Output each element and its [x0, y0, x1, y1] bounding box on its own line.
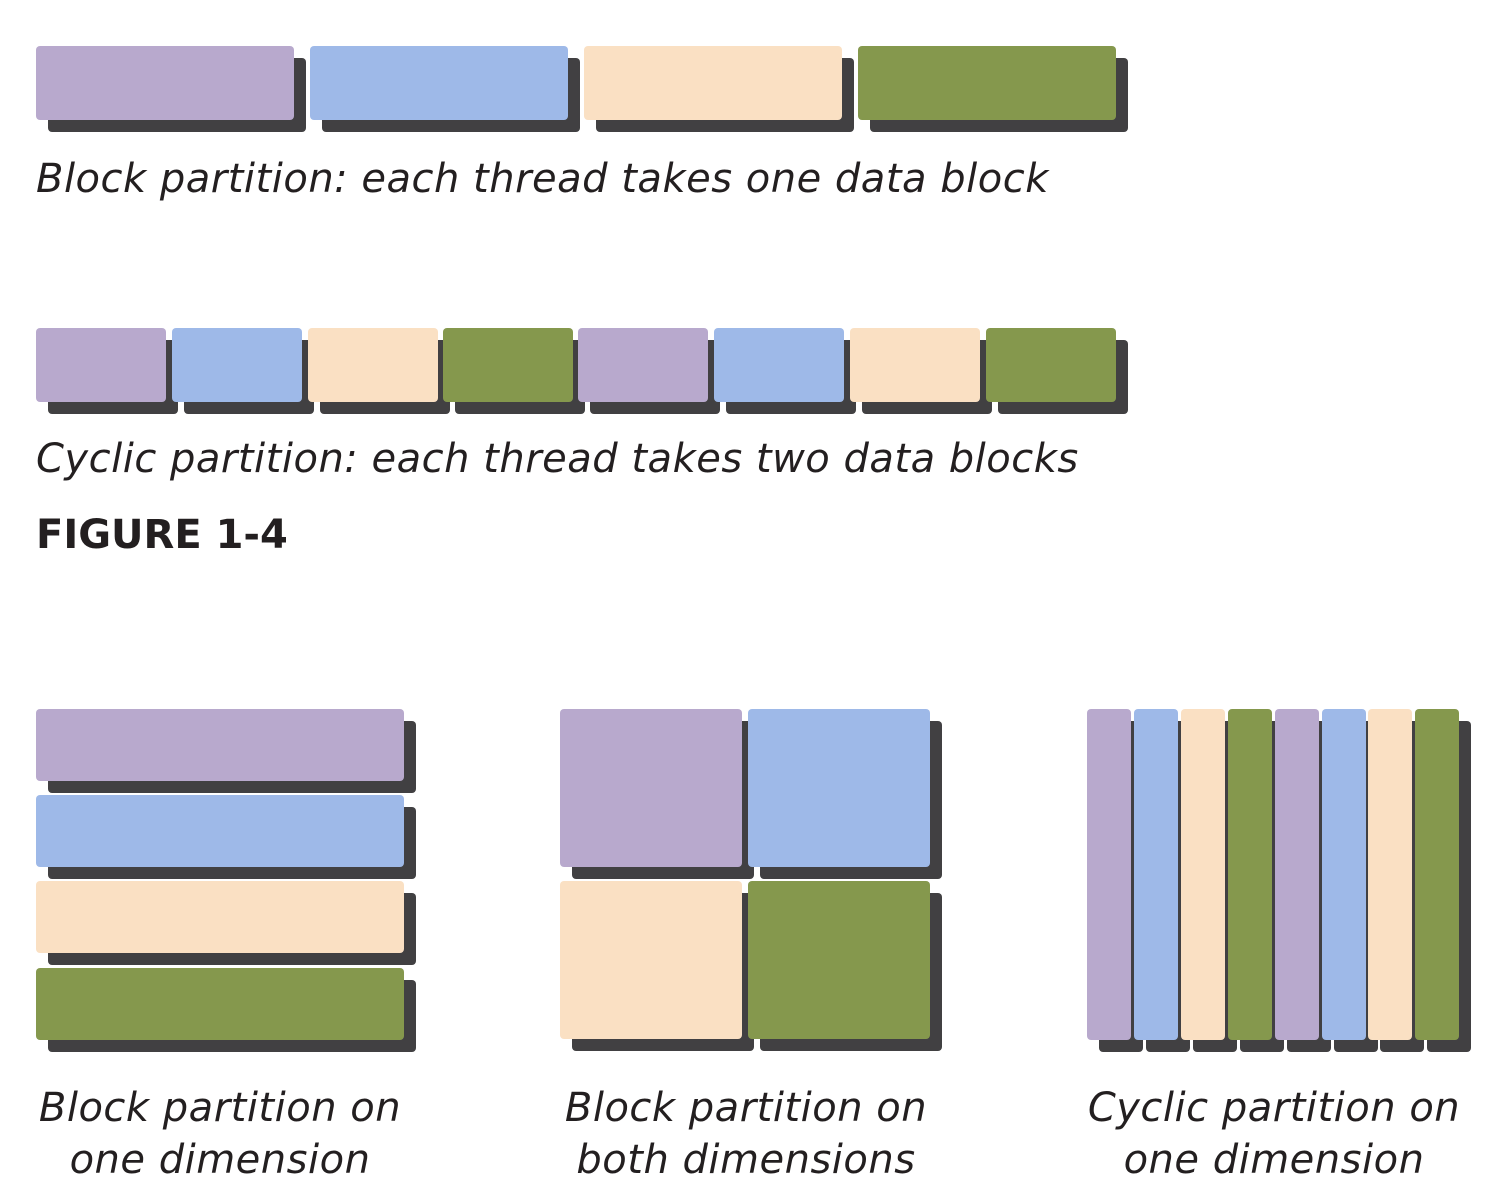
data-block-thread-2	[36, 795, 404, 867]
data-block-thread-1	[578, 328, 708, 402]
data-block-thread-3	[850, 328, 980, 402]
data-block-thread-2	[172, 328, 302, 402]
data-block-thread-1	[1087, 709, 1131, 1040]
caption-line-2: both dimensions	[576, 1137, 916, 1183]
data-block-thread-3	[308, 328, 438, 402]
data-block-thread-2	[1134, 709, 1178, 1040]
data-block-thread-4	[858, 46, 1116, 120]
data-block-thread-4	[986, 328, 1116, 402]
data-block-thread-3	[584, 46, 842, 120]
caption-line-1: Block partition on	[38, 1085, 402, 1131]
block-one-dimension-caption: Block partition on one dimension	[10, 1082, 430, 1186]
data-block-thread-4	[1228, 709, 1272, 1040]
data-block-thread-2	[748, 709, 930, 867]
data-block-thread-1	[36, 709, 404, 781]
block-partition-caption: Block partition: each thread takes one d…	[36, 156, 1049, 202]
data-block-thread-1	[1275, 709, 1319, 1040]
block-both-dimensions-caption: Block partition on both dimensions	[536, 1082, 956, 1186]
data-block-thread-3	[36, 881, 404, 953]
cyclic-one-dimension-caption: Cyclic partition on one dimension	[1064, 1082, 1484, 1186]
data-block-thread-2	[714, 328, 844, 402]
caption-line-1: Block partition on	[564, 1085, 928, 1131]
data-block-thread-3	[1368, 709, 1412, 1040]
data-block-thread-1	[36, 46, 294, 120]
data-block-thread-2	[310, 46, 568, 120]
caption-line-2: one dimension	[1123, 1137, 1425, 1183]
data-block-thread-4	[443, 328, 573, 402]
data-block-thread-4	[1415, 709, 1459, 1040]
data-block-thread-2	[1322, 709, 1366, 1040]
data-block-thread-3	[560, 881, 742, 1039]
data-block-thread-4	[748, 881, 930, 1039]
caption-line-1: Cyclic partition on	[1087, 1085, 1461, 1131]
data-block-thread-4	[36, 968, 404, 1040]
figure-label: FIGURE 1-4	[36, 512, 288, 558]
data-block-thread-3	[1181, 709, 1225, 1040]
data-block-thread-1	[36, 328, 166, 402]
cyclic-partition-caption: Cyclic partition: each thread takes two …	[36, 436, 1079, 482]
caption-line-2: one dimension	[69, 1137, 371, 1183]
data-block-thread-1	[560, 709, 742, 867]
